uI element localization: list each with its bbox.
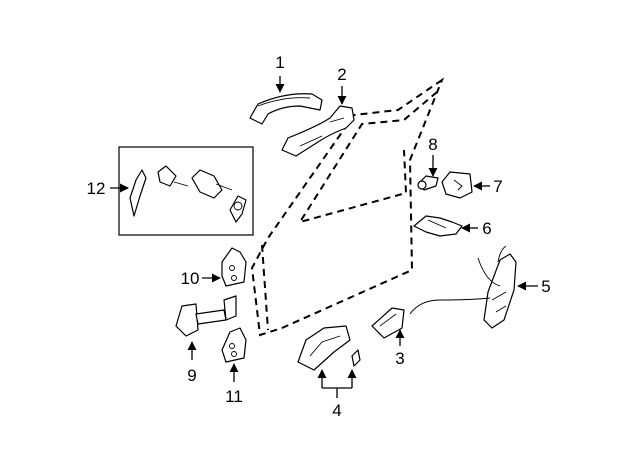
callout-5: 5: [541, 277, 550, 296]
door-outline: [250, 77, 445, 337]
striker-bolt-part: [417, 175, 439, 191]
callout-4: 4: [332, 401, 341, 420]
door-check-part: [175, 295, 237, 337]
callout-6: 6: [482, 219, 491, 238]
callout-10: 10: [181, 269, 200, 288]
leader-lines: [110, 76, 538, 398]
callout-3: 3: [395, 349, 404, 368]
callout-1: 1: [275, 53, 284, 72]
outside-handle-part: [249, 93, 323, 125]
lock-cylinder-kit-part: [118, 146, 254, 236]
callout-labels: 1 2 8 7 6 5 3 12 10 9 11 4: [87, 53, 551, 420]
upper-hinge-part: [221, 247, 247, 287]
callout-12: 12: [87, 179, 106, 198]
lock-bracket-part: [413, 215, 463, 237]
callout-8: 8: [428, 135, 437, 154]
door-latch-part: [409, 245, 517, 329]
inside-handle-bezel-part: [371, 307, 405, 339]
callout-7: 7: [493, 177, 502, 196]
lower-hinge-part: [221, 327, 247, 363]
striker-plate-part: [441, 171, 473, 199]
handle-frame-part: [281, 105, 355, 157]
callout-9: 9: [187, 366, 196, 385]
callout-2: 2: [337, 65, 346, 84]
inside-handle-part: [297, 325, 361, 371]
callout-11: 11: [225, 387, 243, 406]
